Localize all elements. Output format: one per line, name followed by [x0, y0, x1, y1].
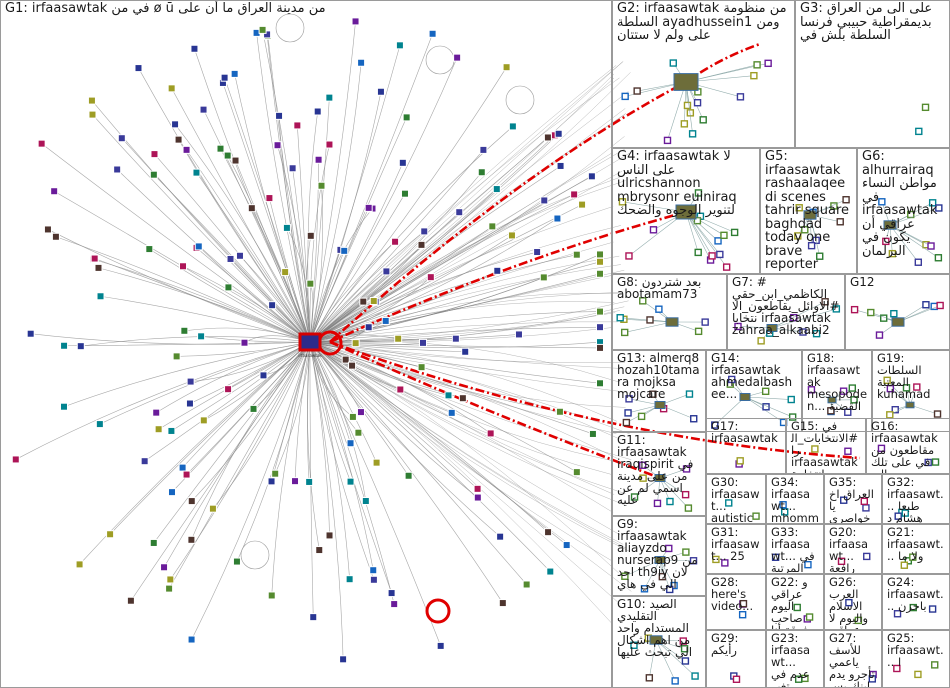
- group-label-g7: G7: # الكاظمي_ابن_حقي #الاوائل_يقاطعون_ا…: [732, 276, 840, 336]
- group-label-g25: G25: irfaasawt... ا: [887, 632, 945, 668]
- group-label-g3: G3: على الى من العراق بديمقراطية حبيبي ف…: [800, 2, 945, 43]
- group-box-g17: G17: irfaasawtak: [706, 418, 786, 474]
- group-label-g1: G1: irfaasawtak في من ø ū من مدينة العرا…: [5, 2, 445, 16]
- group-label-g15: G15: في #الانتخابات_الرا irfaasawtak انت…: [791, 420, 861, 474]
- group-label-g11: G11: irfaasawtak iraqispirit في من على م…: [617, 434, 701, 506]
- group-box-g29: G29: رأيكم: [706, 630, 766, 688]
- group-label-g5: G5: irfaasawtak rashaalaqeedi scenes tah…: [765, 150, 852, 272]
- group-label-g18: G18: irfaasawtak mesopoden... القضية: [807, 352, 867, 412]
- group-label-g17: G17: irfaasawtak: [711, 420, 781, 444]
- group-box-g10: G10: الصيد التقليدي المستدام واحد من اهم…: [612, 596, 706, 688]
- group-label-g22: G22: و عراقي اليوم صاحب فرقة أنا أحمد: [771, 576, 819, 630]
- group-label-g13: G13: almerq8 hozah10tamara mojksa mojcar…: [617, 352, 701, 400]
- group-label-g10: G10: الصيد التقليدي المستدام واحد من اهم…: [617, 598, 701, 658]
- group-label-g27: G27: للأسف ياعمي تأجرو يدم إبنك بس: [829, 632, 877, 688]
- group-box-g16: G16: irfaasawtak مقاطعون من في على تلك إ…: [866, 418, 950, 474]
- group-label-g33: G33: irfaasawt... في المرتبة: [771, 526, 819, 574]
- group-box-g30: G30: irfaasawt... autistic_i...: [706, 474, 766, 524]
- group-label-g16: G16: irfaasawtak مقاطعون من في على تلك إ…: [871, 420, 945, 474]
- group-box-g32: G32: irfaasawt... طبعا هشام د: [882, 474, 950, 524]
- group-label-g24: G24: irfaasawt... باحزن: [887, 576, 945, 612]
- group-label-g12: G12: [850, 276, 945, 288]
- group-label-g4: G4: irfaasawtak لا على الناس ulricshanno…: [617, 150, 755, 218]
- group-box-g11: G11: irfaasawtak iraqispirit في من على م…: [612, 432, 706, 516]
- group-label-g6: G6: alhurrairaq مواطن النساء في irfaasaw…: [862, 150, 945, 258]
- group-box-g15: G15: في #الانتخابات_الرا irfaasawtak انت…: [786, 418, 866, 474]
- group-box-g22: G22: و عراقي اليوم صاحب فرقة أنا أحمد: [766, 574, 824, 630]
- group-box-g20: G20: irfaasawt... رافعة سنة: [824, 524, 882, 574]
- group-label-g26: G26: العرب الاسلام واليوم لا عراقي: [829, 576, 877, 630]
- group-label-g31: G31: irfaasawt... 25: [711, 526, 761, 562]
- group-box-g8: G8: بعد شتردون abotamam73: [612, 274, 727, 350]
- group-label-g20: G20: irfaasawt... رافعة سنة: [829, 526, 877, 574]
- group-box-g31: G31: irfaasawt... 25: [706, 524, 766, 574]
- group-box-g4: G4: irfaasawtak لا على الناس ulricshanno…: [612, 148, 760, 274]
- group-box-g35: G35: العراق اخ يا خواصري: [824, 474, 882, 524]
- group-label-g19: G19: السلطات المعتبة kuhamad: [877, 352, 945, 400]
- group-box-g9: G9: irfaasawtak aliayzdo nurserap9 من اح…: [612, 516, 706, 596]
- group-box-g27: G27: للأسف ياعمي تأجرو يدم إبنك بس: [824, 630, 882, 688]
- group-box-g23: G23: irfaasawt... عدم في تغير: [766, 630, 824, 688]
- group-box-g3: G3: على الى من العراق بديمقراطية حبيبي ف…: [795, 0, 950, 148]
- group-box-g26: G26: العرب الاسلام واليوم لا عراقي: [824, 574, 882, 630]
- group-box-g1: G1: irfaasawtak في من ø ū من مدينة العرا…: [0, 0, 612, 688]
- group-box-g5: G5: irfaasawtak rashaalaqeedi scenes tah…: [760, 148, 857, 274]
- group-label-g8: G8: بعد شتردون abotamam73: [617, 276, 722, 300]
- group-box-g24: G24: irfaasawt... باحزن: [882, 574, 950, 630]
- group-box-g33: G33: irfaasawt... في المرتبة: [766, 524, 824, 574]
- group-label-g23: G23: irfaasawt... عدم في تغير: [771, 632, 819, 688]
- group-box-g13: G13: almerq8 hozah10tamara mojksa mojcar…: [612, 350, 706, 432]
- group-label-g2: G2: irfaasawtak من منظومة السلطة ayadhus…: [617, 2, 790, 43]
- group-label-g34: G34: irfaasawt... mhomme...: [771, 476, 819, 524]
- group-box-g2: G2: irfaasawtak من منظومة السلطة ayadhus…: [612, 0, 795, 148]
- group-label-g32: G32: irfaasawt... طبعا هشام د: [887, 476, 945, 524]
- group-box-g25: G25: irfaasawt... ا: [882, 630, 950, 688]
- group-box-g34: G34: irfaasawt... mhomme...: [766, 474, 824, 524]
- group-label-g35: G35: العراق اخ يا خواصري: [829, 476, 877, 524]
- group-box-g28: G28: here's video...: [706, 574, 766, 630]
- group-label-g9: G9: irfaasawtak aliayzdo nurserap9 من اح…: [617, 518, 701, 590]
- group-label-g30: G30: irfaasawt... autistic_i...: [711, 476, 761, 524]
- group-label-g21: G21: irfaasawt... ولا ما: [887, 526, 945, 562]
- group-box-g6: G6: alhurrairaq مواطن النساء في irfaasaw…: [857, 148, 950, 274]
- group-box-g7: G7: # الكاظمي_ابن_حقي #الاوائل_يقاطعون_ا…: [727, 274, 845, 350]
- group-box-g12: G12: [845, 274, 950, 350]
- group-label-g14: G14: irfaasawtak ahmedalbashee...: [711, 352, 797, 400]
- group-box-g21: G21: irfaasawt... ولا ما: [882, 524, 950, 574]
- group-label-g28: G28: here's video...: [711, 576, 761, 612]
- group-label-g29: G29: رأيكم: [711, 632, 761, 656]
